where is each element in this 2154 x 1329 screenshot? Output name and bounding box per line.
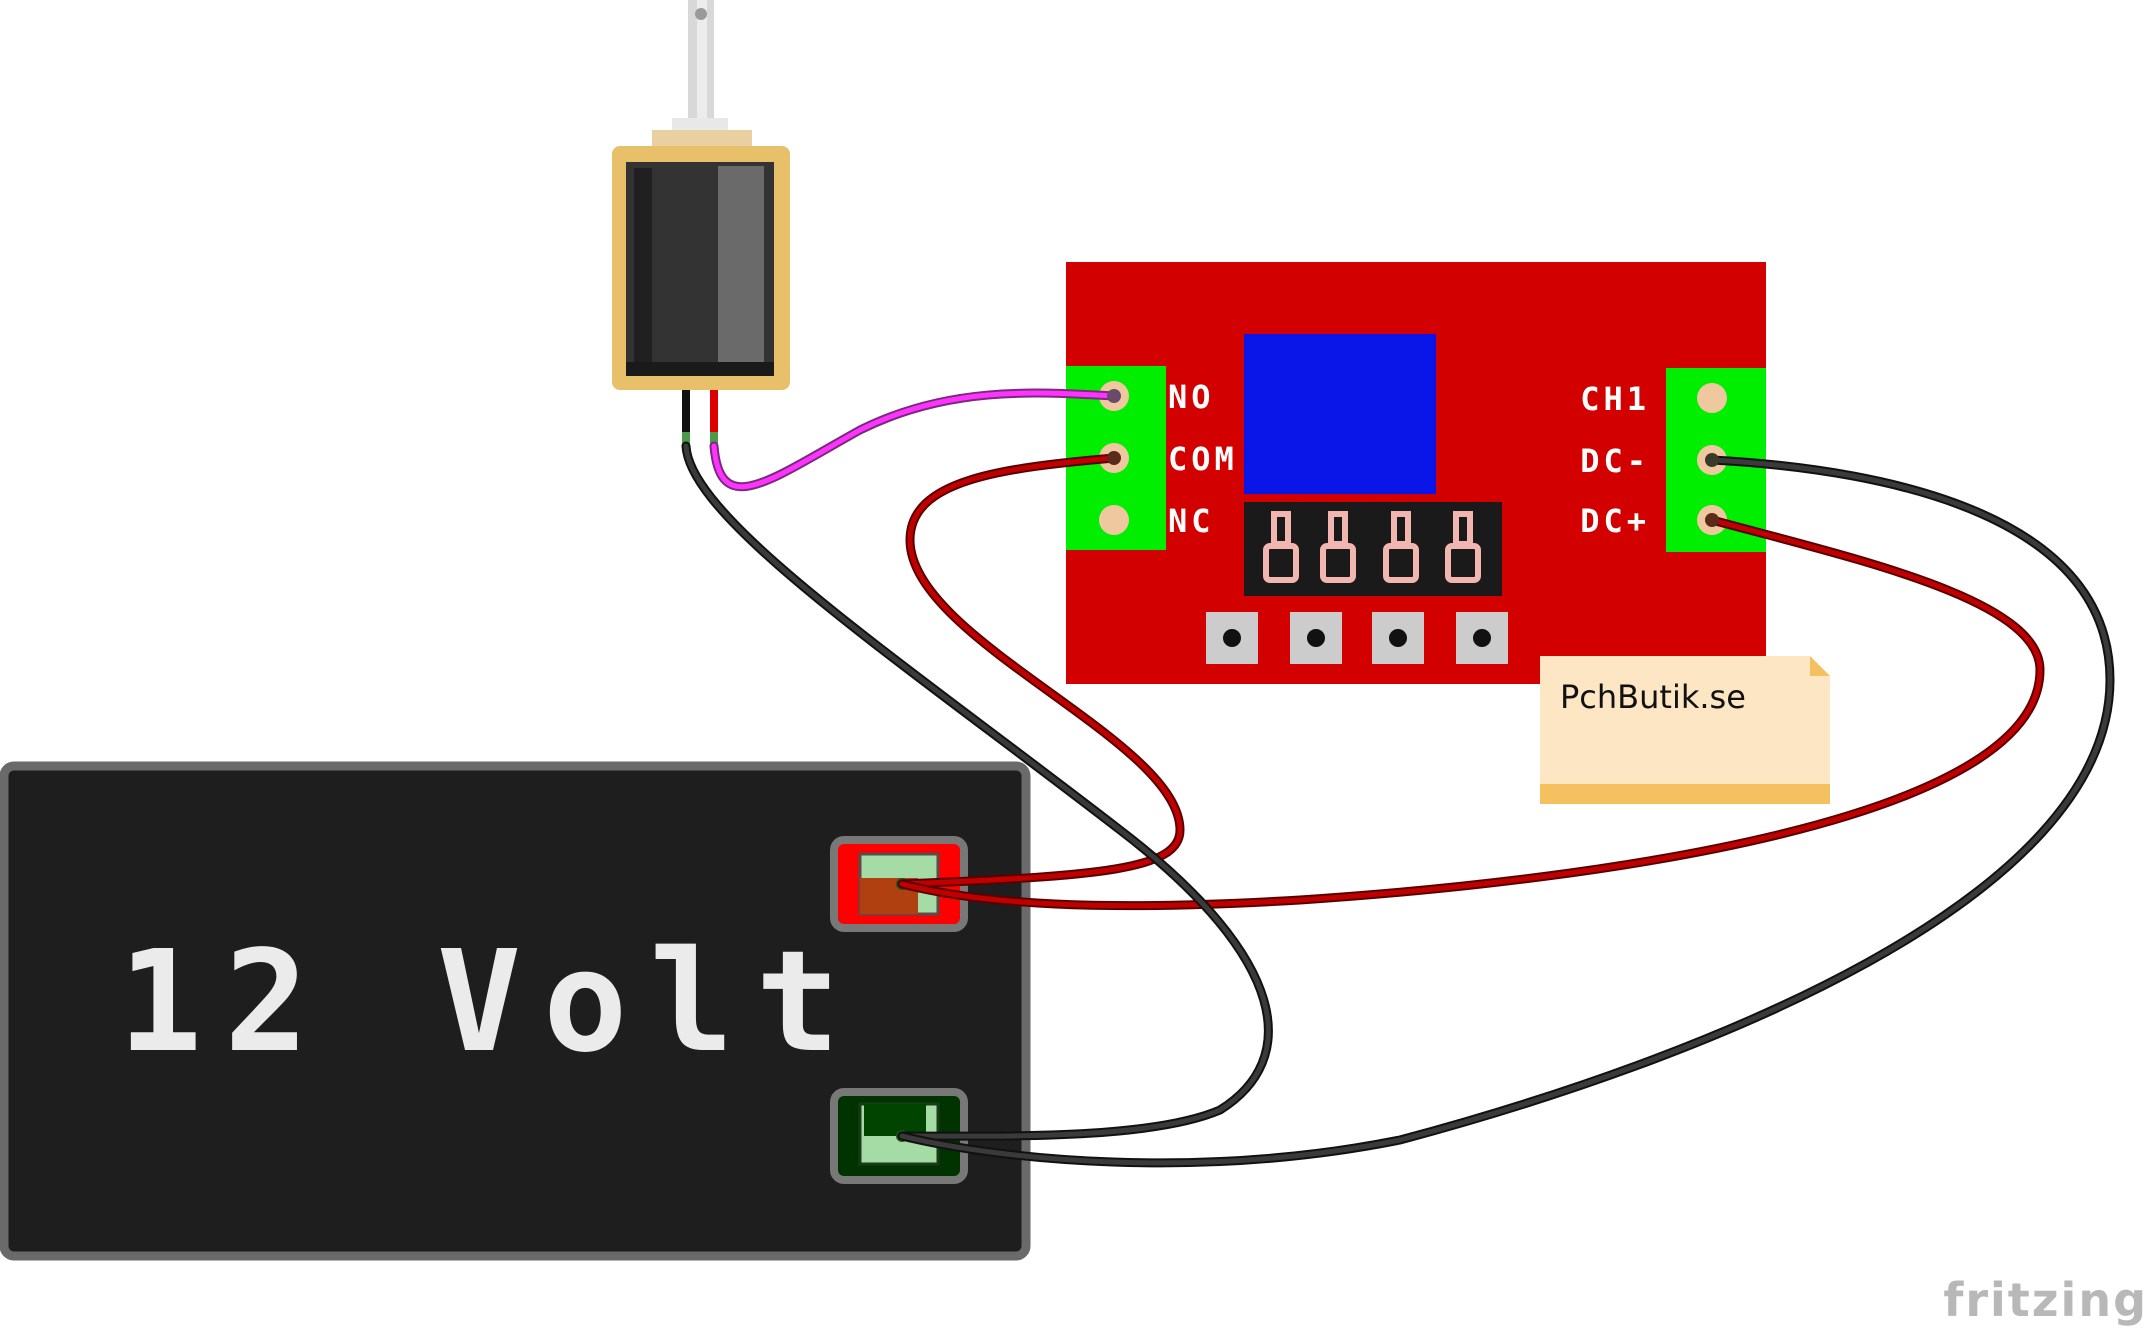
terminal-label-ch1: CH1 bbox=[1580, 380, 1650, 418]
terminal-label-nc: NC bbox=[1168, 502, 1215, 540]
solenoid-lead-red bbox=[710, 390, 718, 446]
note-sticky: PchButik.se bbox=[1540, 656, 1830, 804]
note-text: PchButik.se bbox=[1560, 678, 1746, 716]
terminal-ch1-pad[interactable] bbox=[1697, 383, 1727, 413]
solenoid bbox=[612, 0, 790, 446]
board-button-3[interactable] bbox=[1372, 612, 1424, 664]
led-display bbox=[1244, 502, 1502, 596]
terminal-label-dc-minus: DC- bbox=[1580, 442, 1650, 480]
battery-body bbox=[0, 761, 1031, 1261]
terminal-nc-pad[interactable] bbox=[1099, 505, 1129, 535]
battery-negative-terminal[interactable] bbox=[830, 1088, 968, 1184]
terminal-label-dc-plus: DC+ bbox=[1580, 502, 1650, 540]
wire-com-to-battery-positive[interactable] bbox=[897, 453, 1185, 889]
terminal-label-com: COM bbox=[1168, 440, 1238, 478]
battery-label: 12 Volt bbox=[118, 921, 862, 1084]
board-button-1[interactable] bbox=[1206, 612, 1258, 664]
relay-component bbox=[1244, 334, 1436, 494]
battery-12v: 12 Volt bbox=[0, 761, 1031, 1261]
board-button-4[interactable] bbox=[1456, 612, 1508, 664]
wire-solenoid-to-battery-negative[interactable] bbox=[681, 441, 1273, 1141]
solenoid-lead-black bbox=[682, 390, 690, 446]
wire-dcminus-to-battery-negative[interactable] bbox=[897, 455, 2115, 1168]
fritzing-watermark: fritzing bbox=[1943, 1273, 2148, 1327]
relay-board: NO COM NC CH1 DC- DC+ bbox=[1066, 262, 1766, 684]
board-button-2[interactable] bbox=[1290, 612, 1342, 664]
wire-solenoid-to-no[interactable] bbox=[709, 388, 1119, 492]
wire-dcplus-to-battery-positive[interactable] bbox=[897, 515, 2045, 911]
wires bbox=[681, 388, 2115, 1168]
terminal-label-no: NO bbox=[1168, 378, 1215, 416]
